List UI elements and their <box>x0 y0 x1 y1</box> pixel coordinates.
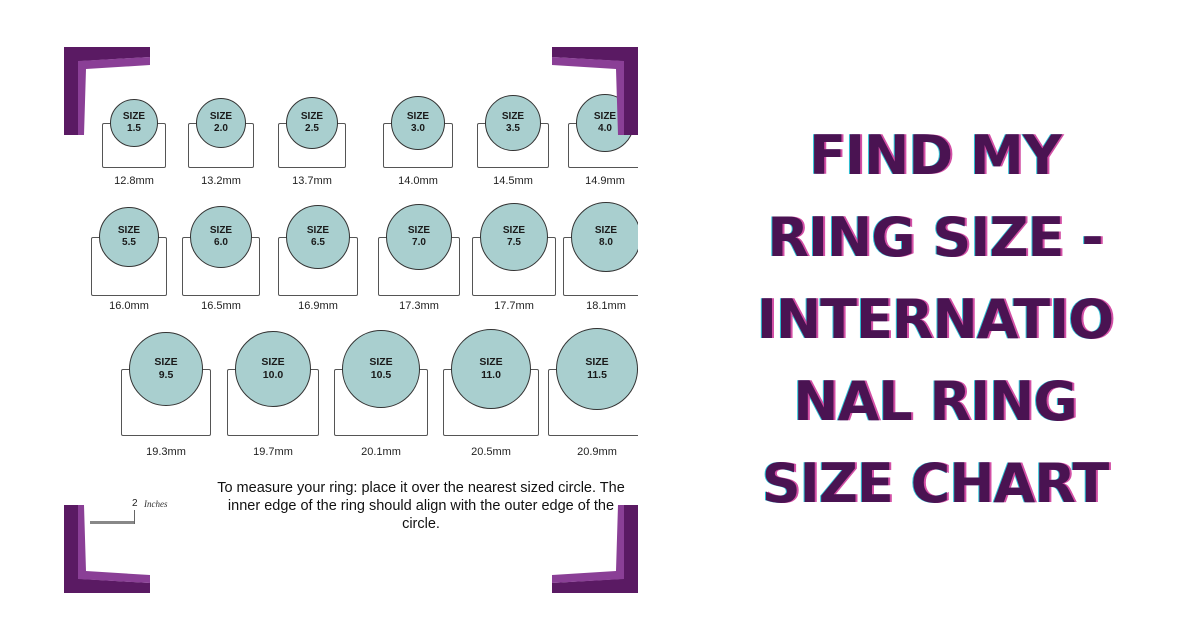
size-value: 9.5 <box>158 369 174 381</box>
size-word: SIZE <box>209 224 233 236</box>
size-value: 7.0 <box>412 237 426 248</box>
size-word: SIZE <box>117 224 141 236</box>
diameter-label: 17.7mm <box>494 300 534 312</box>
size-word: SIZE <box>261 355 285 368</box>
size-word: SIZE <box>479 355 503 368</box>
diameter-label: 16.5mm <box>201 300 241 312</box>
size-value: 5.5 <box>122 237 136 248</box>
size-word: SIZE <box>300 110 324 122</box>
size-value: 10.5 <box>370 369 392 381</box>
size-word: SIZE <box>369 355 393 368</box>
diameter-label: 20.5mm <box>471 446 511 458</box>
diameter-label: 14.5mm <box>493 175 533 187</box>
size-word: SIZE <box>406 110 430 122</box>
size-value: 6.0 <box>214 237 228 248</box>
diameter-label: 20.9mm <box>577 446 617 458</box>
diameter-label: 18.1mm <box>586 300 626 312</box>
size-value: 4.0 <box>598 123 612 134</box>
size-value: 6.5 <box>311 237 325 248</box>
size-word: SIZE <box>594 224 618 236</box>
scale-tick <box>134 510 135 524</box>
frame-corner-bottom-left <box>64 505 150 593</box>
frame-corner-bottom-right <box>552 505 638 593</box>
diameter-label: 20.1mm <box>361 446 401 458</box>
diameter-label: 17.3mm <box>399 300 439 312</box>
frame-corner-top-left <box>64 47 150 135</box>
diameter-label: 14.0mm <box>398 175 438 187</box>
diameter-label: 13.7mm <box>292 175 332 187</box>
size-word: SIZE <box>154 355 178 368</box>
page-title: FIND MY RING SIZE - INTERNATIO NAL RING … <box>756 124 1114 515</box>
diameter-label: 16.9mm <box>298 300 338 312</box>
size-word: SIZE <box>306 224 330 236</box>
diameter-label: 19.7mm <box>253 446 293 458</box>
size-value: 2.5 <box>305 123 319 134</box>
size-word: SIZE <box>122 110 146 122</box>
size-value: 7.5 <box>507 237 521 248</box>
diameter-label: 19.3mm <box>146 446 186 458</box>
size-word: SIZE <box>502 224 526 236</box>
size-value: 1.5 <box>127 123 141 134</box>
scale-number: 2 <box>132 498 138 509</box>
measure-instructions: To measure your ring: place it over the … <box>217 480 625 532</box>
size-value: 11.0 <box>481 369 501 381</box>
size-word: SIZE <box>209 110 233 122</box>
scale-bar <box>90 521 134 524</box>
size-word: SIZE <box>407 224 431 236</box>
diameter-label: 16.0mm <box>109 300 149 312</box>
size-word: SIZE <box>585 355 609 368</box>
size-value: 3.5 <box>506 123 520 134</box>
size-word: SIZE <box>501 110 525 122</box>
size-value: 3.0 <box>411 123 425 134</box>
size-value: 11.5 <box>587 369 607 381</box>
size-word: SIZE <box>593 110 617 122</box>
size-value: 10.0 <box>262 369 284 381</box>
diameter-label: 14.9mm <box>585 175 625 187</box>
diameter-label: 13.2mm <box>201 175 241 187</box>
scale-unit: Inches <box>144 499 168 509</box>
size-value: 8.0 <box>599 237 613 248</box>
frame-corner-top-right <box>552 47 638 135</box>
diameter-label: 12.8mm <box>114 175 154 187</box>
size-value: 2.0 <box>214 123 228 134</box>
